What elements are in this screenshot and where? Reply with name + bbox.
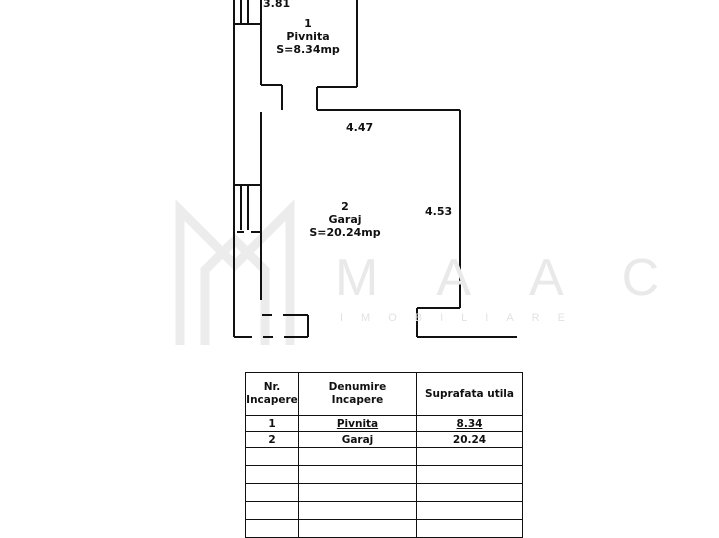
dimension-garage-depth: 4.53 bbox=[425, 205, 453, 218]
table-row-empty bbox=[245, 465, 523, 484]
room-2-number: 2 bbox=[341, 200, 349, 213]
cell-name: Pivnita bbox=[298, 415, 417, 432]
room-1-number: 1 bbox=[304, 17, 312, 30]
table-row-empty bbox=[245, 519, 523, 538]
table-row-empty bbox=[245, 501, 523, 520]
room-1-area: S=8.34mp bbox=[276, 43, 340, 56]
watermark-subtitle: IMOBILIARE bbox=[340, 312, 583, 324]
walls bbox=[233, 0, 517, 338]
room-legend-table: Nr. Incapere Denumire Incapere Suprafata… bbox=[245, 372, 523, 538]
room-1-label: 1 Pivnita S=8.34mp bbox=[268, 17, 348, 56]
room-1-name: Pivnita bbox=[286, 30, 330, 43]
table-row-empty bbox=[245, 447, 523, 466]
table-row: 2 Garaj 20.24 bbox=[245, 431, 523, 448]
header-nr: Nr. Incapere bbox=[245, 372, 299, 416]
cell-area: 8.34 bbox=[416, 415, 523, 432]
room-2-name: Garaj bbox=[328, 213, 362, 226]
room-2-label: 2 Garaj S=20.24mp bbox=[300, 200, 390, 239]
watermark-brand: MAAC bbox=[335, 249, 718, 307]
table-header-row: Nr. Incapere Denumire Incapere Suprafata… bbox=[245, 372, 523, 416]
floor-plan bbox=[175, 0, 517, 345]
table-row-empty bbox=[245, 483, 523, 502]
dimension-garage-width: 4.47 bbox=[346, 121, 374, 134]
header-area: Suprafata utila bbox=[416, 372, 523, 416]
cell-name: Garaj bbox=[298, 431, 417, 448]
cell-nr: 2 bbox=[245, 431, 299, 448]
room-2-area: S=20.24mp bbox=[309, 226, 381, 239]
cell-area: 20.24 bbox=[416, 431, 523, 448]
cell-nr: 1 bbox=[245, 415, 299, 432]
dimension-top-width: 3.81 bbox=[263, 0, 291, 10]
table-row: 1 Pivnita 8.34 bbox=[245, 415, 523, 432]
header-name: Denumire Incapere bbox=[298, 372, 417, 416]
